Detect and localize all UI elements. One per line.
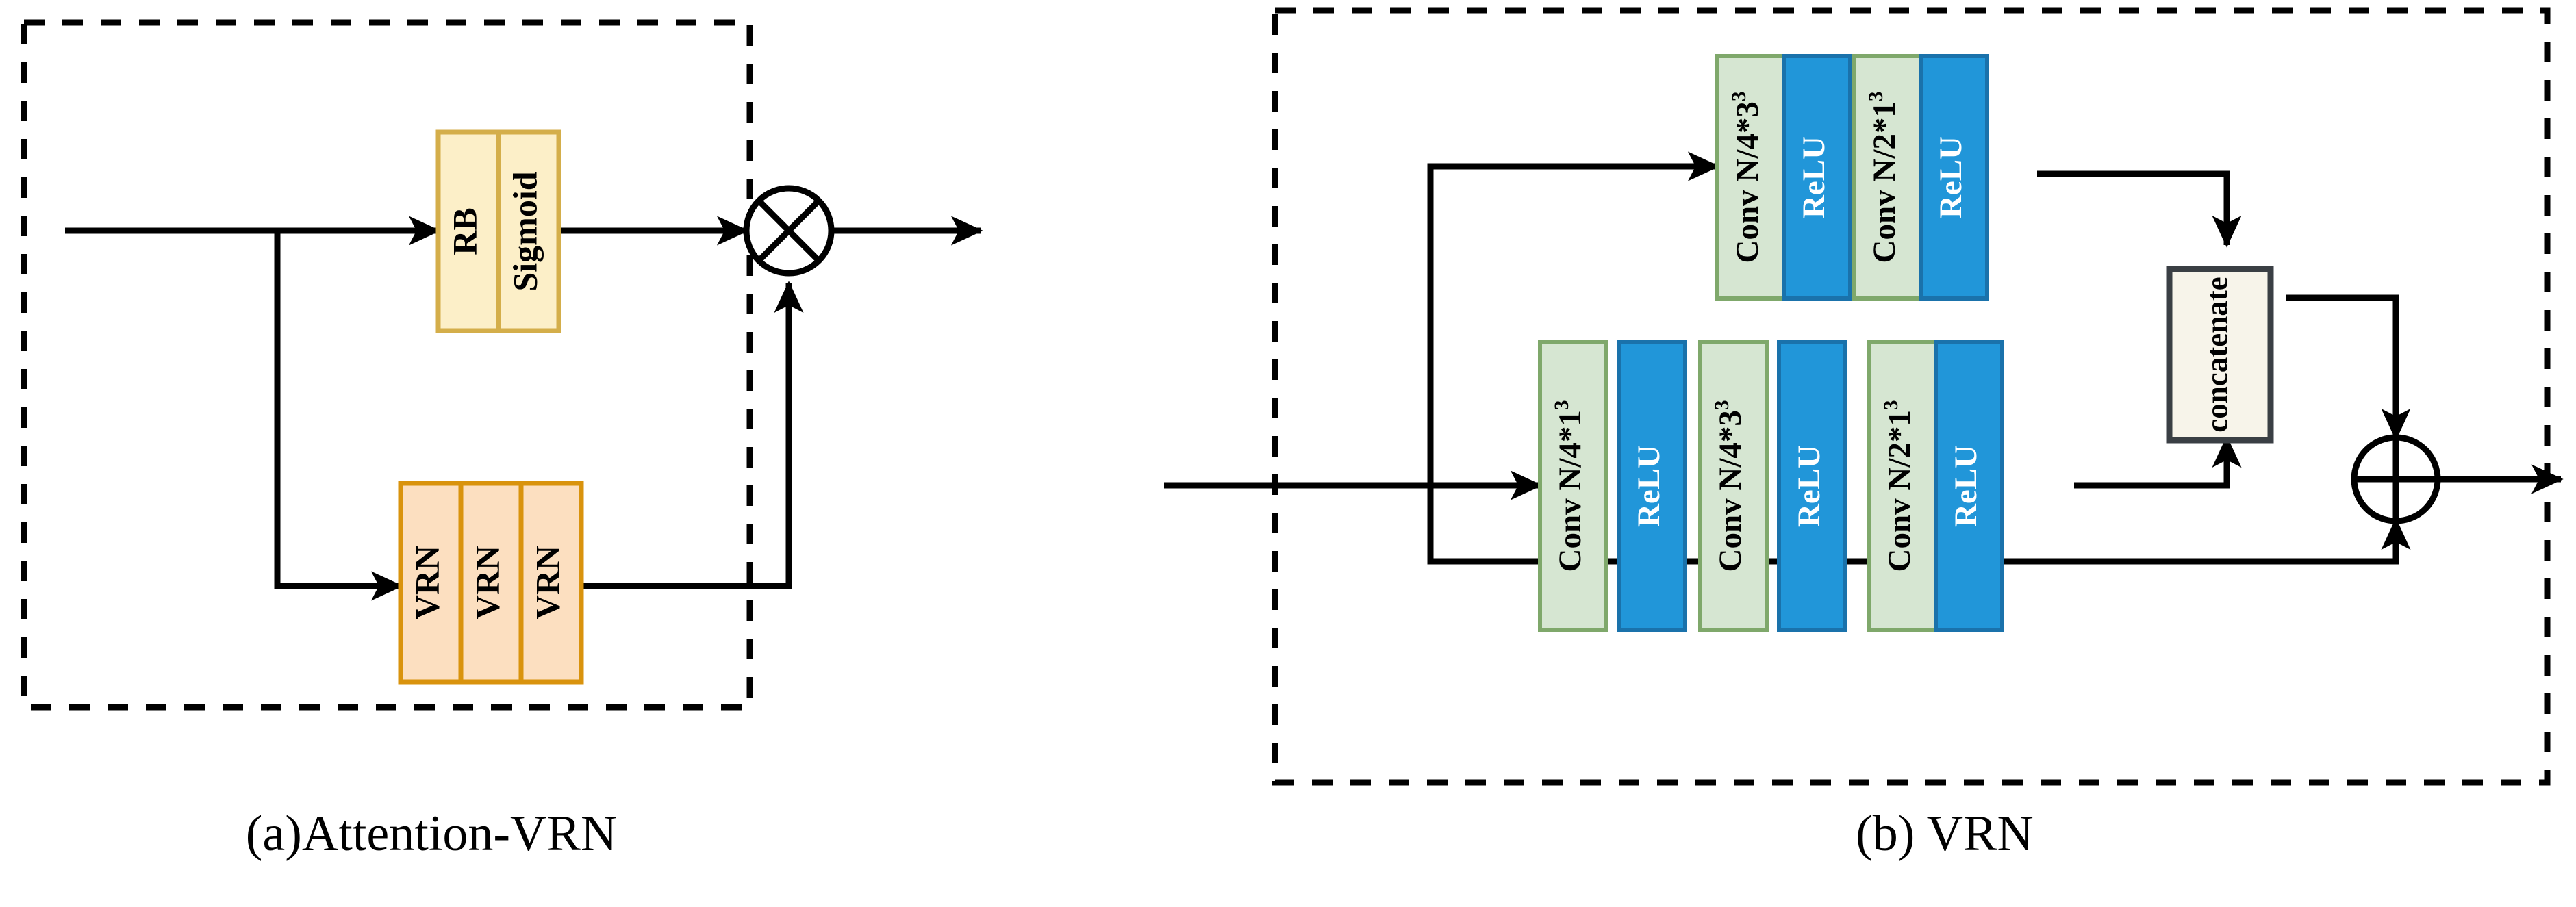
block-vrn-3[interactable]: [518, 481, 584, 685]
panel-b-bottom-to-concat: [2074, 435, 2242, 489]
top-block-conv-n4-3[interactable]: [1715, 54, 1786, 301]
top-block-relu-1-label: ReLU: [1796, 136, 1832, 218]
panel-b-caption: (b) VRN: [1856, 806, 2034, 862]
top-block-conv-n2-1[interactable]: [1852, 54, 1923, 301]
bottom-block-relu-2[interactable]: [1777, 340, 1847, 632]
bottom-block-relu-2-label: ReLU: [1791, 445, 1827, 527]
top-block-conv-n4-3-label: Conv N/4*33: [1728, 92, 1765, 264]
block-vrn-2-label: VRN: [468, 546, 506, 619]
panel-a-border: [21, 19, 753, 711]
bottom-block-conv-n2-1[interactable]: [1867, 340, 1938, 632]
bottom-block-relu-3-label: ReLU: [1948, 445, 1984, 527]
add-operator-icon: [2351, 434, 2441, 524]
top-block-conv-n2-1-label: Conv N/2*13: [1865, 92, 1902, 264]
block-vrn-1-label: VRN: [407, 546, 446, 619]
bottom-block-conv-n4-1[interactable]: [1538, 340, 1608, 632]
top-block-relu-2[interactable]: [1919, 54, 1989, 301]
panel-b-concat-to-add: [2286, 294, 2411, 441]
block-vrn-2[interactable]: [458, 481, 524, 685]
top-block-relu-1[interactable]: [1782, 54, 1852, 301]
block-vrn-3-label: VRN: [528, 546, 566, 619]
panel-b-top-to-concat: [2037, 170, 2242, 248]
bottom-block-conv-n4-3-label: Conv N/4*33: [1711, 400, 1748, 572]
panel-a-vrn-to-multiply: [580, 281, 804, 589]
bottom-block-relu-1[interactable]: [1617, 340, 1687, 632]
panel-b-border: [1272, 7, 2551, 786]
block-concatenate-label: concatenate: [2199, 277, 2234, 432]
block-sigmoid[interactable]: [496, 129, 561, 333]
panel-b-branch-up: [1427, 151, 1720, 485]
bottom-block-conv-n4-1-label: Conv N/4*13: [1551, 400, 1588, 572]
bottom-block-conv-n2-1-label: Conv N/2*13: [1880, 400, 1917, 572]
panel-a-caption: (a)Attention-VRN: [246, 806, 618, 862]
block-rb[interactable]: [435, 129, 501, 333]
bottom-block-conv-n4-3[interactable]: [1698, 340, 1769, 632]
block-vrn-1[interactable]: [398, 481, 464, 685]
block-rb-label: RB: [445, 207, 483, 255]
top-block-relu-2-label: ReLU: [1933, 136, 1969, 218]
block-sigmoid-label: Sigmoid: [505, 171, 544, 291]
panel-a-branch-down: [274, 231, 403, 601]
multiply-operator-icon: [743, 185, 835, 277]
bottom-block-relu-1-label: ReLU: [1631, 445, 1667, 527]
block-concatenate[interactable]: [2166, 266, 2274, 444]
bottom-block-relu-3[interactable]: [1934, 340, 2004, 632]
